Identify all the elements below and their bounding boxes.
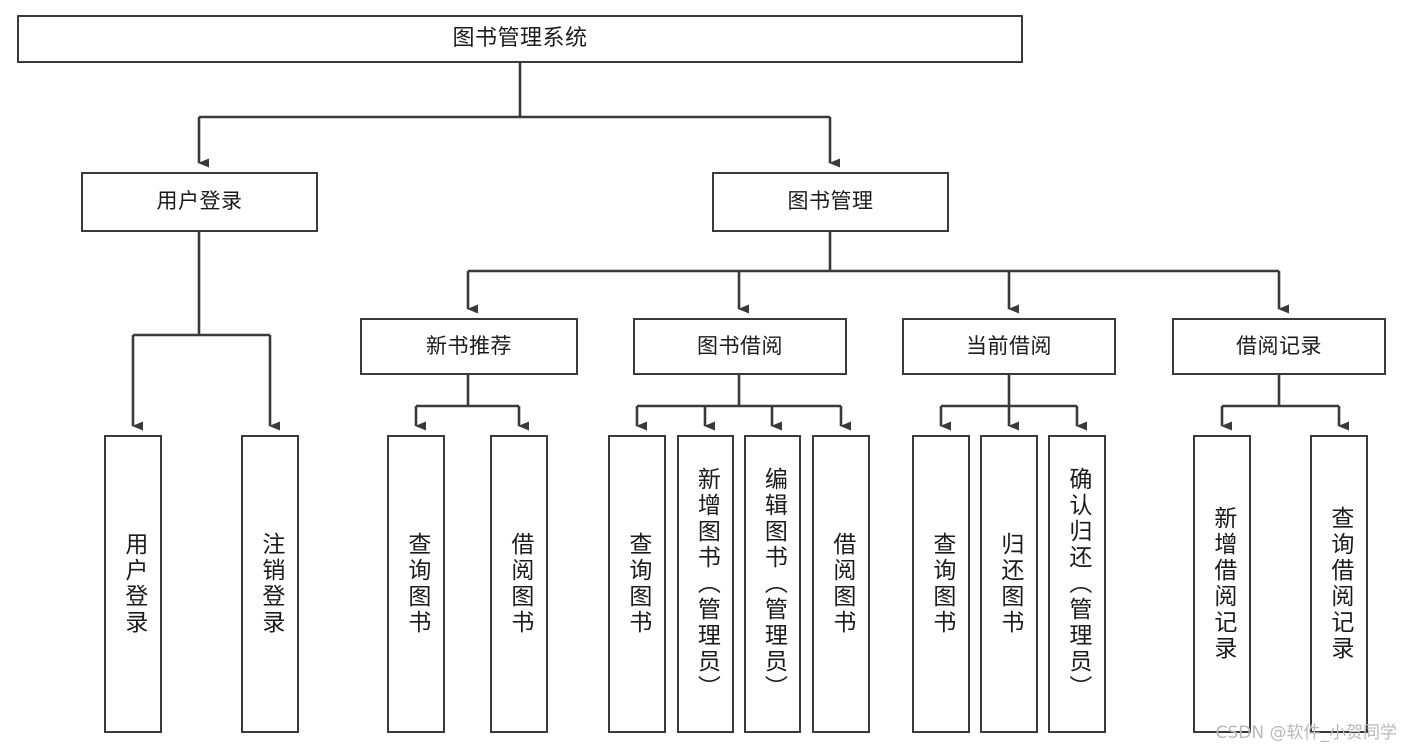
node-label: 借阅记录 [1236, 333, 1322, 358]
node-leaf-return-book[interactable]: 归还图书 [980, 435, 1038, 733]
node-leaf-query-book-borrow[interactable]: 查询图书 [608, 435, 666, 733]
node-leaf-user-login[interactable]: 用户登录 [104, 435, 162, 733]
node-leaf-add-borrow-record[interactable]: 新增借阅记录 [1193, 435, 1251, 733]
node-user-login[interactable]: 用户登录 [81, 172, 318, 232]
node-leaf-logout[interactable]: 注销登录 [241, 435, 299, 733]
node-leaf-confirm-return-admin[interactable]: 确认归还（管理员） [1048, 435, 1106, 733]
node-leaf-query-book-recommend[interactable]: 查询图书 [387, 435, 445, 733]
node-label: 注销登录 [257, 532, 284, 636]
node-label: 用户登录 [120, 532, 147, 636]
node-label: 新书推荐 [426, 333, 512, 358]
node-book-borrowing[interactable]: 图书借阅 [633, 318, 847, 375]
node-label: 新增图书（管理员） [693, 467, 720, 701]
node-borrowing-record[interactable]: 借阅记录 [1172, 318, 1386, 375]
node-leaf-edit-book-admin[interactable]: 编辑图书（管理员） [744, 435, 801, 733]
node-root-book-management-system[interactable]: 图书管理系统 [17, 15, 1023, 63]
node-label: 查询图书 [928, 532, 955, 636]
node-leaf-query-book-current[interactable]: 查询图书 [912, 435, 970, 733]
node-label: 查询图书 [624, 532, 651, 636]
node-leaf-add-book-admin[interactable]: 新增图书（管理员） [677, 435, 734, 733]
csdn-watermark: CSDN @软件_小贺同学 [1215, 723, 1397, 743]
node-label: 图书管理 [787, 189, 874, 214]
node-label: 用户登录 [156, 189, 243, 214]
node-current-borrowing[interactable]: 当前借阅 [902, 318, 1116, 375]
node-label: 新增借阅记录 [1209, 506, 1236, 662]
node-leaf-borrow-book[interactable]: 借阅图书 [812, 435, 870, 733]
node-new-book-recommendation[interactable]: 新书推荐 [360, 318, 578, 375]
node-label: 当前借阅 [966, 333, 1052, 358]
node-leaf-borrow-book-recommend[interactable]: 借阅图书 [490, 435, 548, 733]
node-label: 归还图书 [996, 532, 1023, 636]
node-label: 图书借阅 [697, 333, 783, 358]
node-label: 借阅图书 [828, 532, 855, 636]
node-book-management[interactable]: 图书管理 [712, 172, 949, 232]
node-label: 查询图书 [403, 532, 430, 636]
node-leaf-query-borrow-record[interactable]: 查询借阅记录 [1310, 435, 1368, 733]
node-label: 图书管理系统 [452, 25, 588, 51]
node-label: 查询借阅记录 [1326, 506, 1353, 662]
node-label: 确认归还（管理员） [1064, 467, 1091, 701]
node-label: 借阅图书 [506, 532, 533, 636]
node-label: 编辑图书（管理员） [760, 467, 787, 701]
